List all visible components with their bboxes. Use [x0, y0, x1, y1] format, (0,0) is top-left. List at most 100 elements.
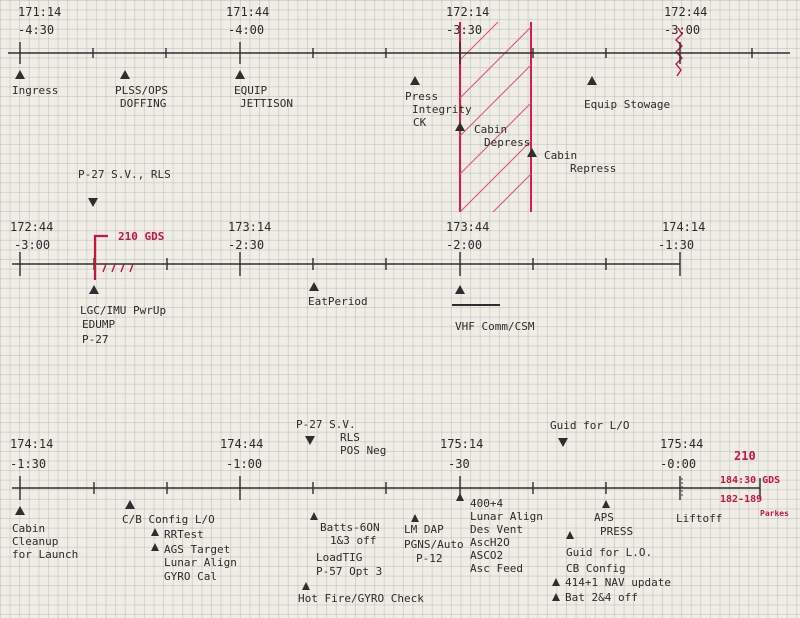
event-label-cb-config: CB Config — [566, 562, 626, 575]
event-marker — [410, 76, 420, 85]
event-label-lgc-imu: P-27 — [82, 333, 109, 346]
tick-rel-label: -3:30 — [446, 23, 482, 37]
tick-rel-label: -1:00 — [226, 457, 262, 471]
event-label-lgc-imu: LGC/IMU PwrUp — [80, 304, 166, 317]
tick-rel-label: -4:30 — [18, 23, 54, 37]
event-label-lunar-align: Lunar Align — [164, 556, 237, 569]
tick-get-label: 172:14 — [446, 5, 489, 19]
event-label-ags-target: AGS Target — [164, 543, 230, 556]
timeline-1-events: Ingress PLSS/OPS DOFFING EQUIP JETTISON … — [12, 70, 670, 175]
event-label-cabin-depress: Cabin — [474, 123, 507, 136]
tick-get-label: 173:14 — [228, 220, 271, 234]
above-note-p27: POS Neg — [340, 444, 386, 457]
event-label-aps-press: APS — [594, 511, 614, 524]
event-label-cabin-cleanup: Cleanup — [12, 535, 58, 548]
event-marker — [566, 531, 574, 539]
tick-get-label: 171:44 — [226, 5, 269, 19]
event-label-hot-fire: Hot Fire/GYRO Check — [298, 592, 424, 605]
event-label-equip: JETTISON — [240, 97, 293, 110]
event-marker — [587, 76, 597, 85]
event-label-press-integrity: CK — [413, 116, 427, 129]
event-marker — [552, 578, 560, 586]
event-label-lm-dap: PGNS/Auto — [404, 538, 464, 551]
timeline-1-ticks: 171:14 -4:30 171:44 -4:00 172:14 -3:30 1… — [18, 5, 707, 64]
event-marker — [456, 493, 464, 501]
above-note-p27: RLS — [340, 431, 360, 444]
tick-get-label: 175:44 — [660, 437, 703, 451]
event-marker-down — [558, 438, 568, 447]
event-marker — [120, 70, 130, 79]
event-label-asc-h2o: AscH2O — [470, 536, 510, 549]
event-label-nav-update: 414+1 NAV update — [565, 576, 671, 589]
above-note-p27: P-27 S.V. — [296, 418, 356, 431]
event-label-gyro-cal: GYRO Cal — [164, 570, 217, 583]
above-note-guid: Guid for L/O — [550, 419, 629, 432]
event-label-bat-off: Bat 2&4 off — [565, 591, 638, 604]
gds-bracket — [93, 234, 108, 280]
tick-rel-label: -1:30 — [10, 457, 46, 471]
tick-rel-label: -3:00 — [664, 23, 700, 37]
event-label-lgc-imu: EDUMP — [82, 318, 115, 331]
tick-get-label: 171:14 — [18, 5, 61, 19]
gds-hatch — [102, 263, 134, 273]
event-marker — [151, 528, 159, 536]
red-note: Parkes — [760, 509, 789, 518]
event-marker — [235, 70, 245, 79]
event-label-press-integrity: Press — [405, 90, 438, 103]
event-label-press-integrity: Integrity — [412, 103, 472, 116]
event-marker — [455, 285, 465, 294]
event-label-batts: Batts-6ON — [320, 521, 380, 534]
event-label-plss: PLSS/OPS — [115, 84, 168, 97]
gds-label: 210 GDS — [118, 230, 164, 243]
event-label-lunar-align: 400+4 — [470, 497, 503, 510]
tick-get-label: 172:44 — [664, 5, 707, 19]
event-label-des-vent: Des Vent — [470, 523, 523, 536]
event-marker — [15, 70, 25, 79]
event-label-cabin-cleanup: for Launch — [12, 548, 78, 561]
event-label-cb-config: C/B Config L/O — [122, 513, 215, 526]
timeline-2: P-27 S.V., RLS 172:44 -3:00 173:14 -2:30… — [10, 168, 705, 346]
tick-rel-label: -1:30 — [658, 238, 694, 252]
event-label-ingress: Ingress — [12, 84, 58, 97]
event-marker — [602, 500, 610, 508]
event-label-liftoff: Liftoff — [676, 512, 722, 525]
event-marker — [527, 148, 537, 157]
event-marker — [552, 593, 560, 601]
event-label-batts: 1&3 off — [330, 534, 376, 547]
timeline-3: 174:14 -1:30 174:44 -1:00 175:14 -30 175… — [10, 418, 789, 605]
tick-rel-label: -0:00 — [660, 457, 696, 471]
event-marker — [309, 282, 319, 291]
event-label-equip-stowage: Equip Stowage — [584, 98, 670, 111]
event-label-lm-dap: P-12 — [416, 552, 443, 565]
event-label-cabin-depress: Depress — [484, 136, 530, 149]
event-label-asc-feed: Asc Feed — [470, 562, 523, 575]
event-label-cabin-cleanup: Cabin — [12, 522, 45, 535]
event-marker — [15, 506, 25, 515]
tick-rel-label: -2:00 — [446, 238, 482, 252]
event-label-plss: DOFFING — [120, 97, 166, 110]
event-marker — [455, 122, 465, 131]
event-label-load-tig: LoadTIG — [316, 551, 362, 564]
event-label-cabin-repress: Cabin — [544, 149, 577, 162]
event-marker — [310, 512, 318, 520]
timeline-1-minor-ticks — [92, 48, 753, 58]
event-label-cabin-repress: Repress — [570, 162, 616, 175]
tick-get-label: 174:14 — [662, 220, 705, 234]
event-marker — [302, 582, 310, 590]
event-marker — [125, 500, 135, 509]
event-label-eat-period: EatPeriod — [308, 295, 368, 308]
red-note: 210 — [734, 449, 756, 463]
event-label-lm-dap: LM DAP — [404, 523, 444, 536]
event-marker — [151, 543, 159, 551]
event-label-guid-lo: Guid for L.O. — [566, 546, 652, 559]
red-note: 184:30 GDS — [720, 475, 780, 486]
event-label-equip: EQUIP — [234, 84, 267, 97]
depress-window-band — [459, 21, 532, 213]
tick-get-label: 172:44 — [10, 220, 53, 234]
event-marker — [411, 514, 419, 522]
event-marker — [89, 285, 99, 294]
event-label-asc-o2: ASCO2 — [470, 549, 503, 562]
event-marker-down — [305, 436, 315, 445]
tick-rel-label: -30 — [448, 457, 470, 471]
